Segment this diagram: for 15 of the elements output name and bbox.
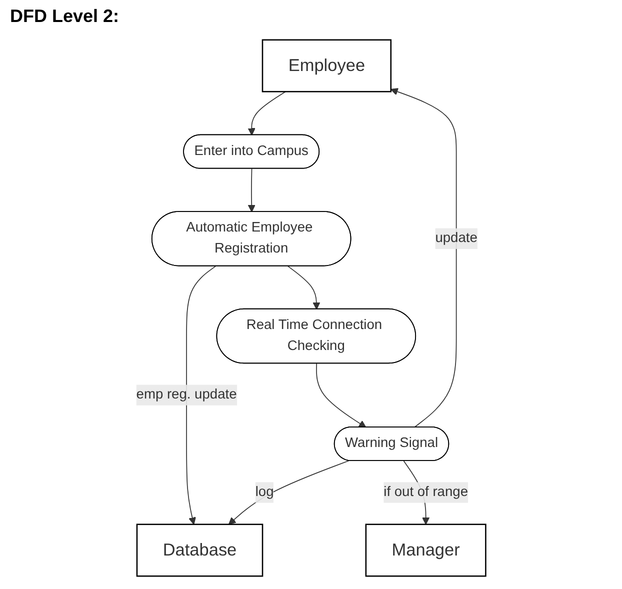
arrow bbox=[390, 88, 457, 428]
arrow bbox=[287, 266, 320, 310]
node-box: Manager bbox=[365, 524, 486, 577]
arrow bbox=[186, 266, 216, 525]
edge-label: if out of range bbox=[384, 484, 468, 500]
edge-label: log bbox=[255, 484, 274, 500]
node-box: Employee bbox=[262, 39, 392, 92]
arrow bbox=[228, 460, 350, 525]
arrow bbox=[248, 168, 256, 212]
edge-label: update bbox=[435, 230, 478, 246]
edge-label: emp reg. update bbox=[136, 387, 237, 402]
diagram-title: DFD Level 2: bbox=[10, 6, 120, 27]
arrow bbox=[248, 91, 286, 136]
node-box: Database bbox=[136, 524, 264, 577]
arrow bbox=[316, 363, 366, 428]
